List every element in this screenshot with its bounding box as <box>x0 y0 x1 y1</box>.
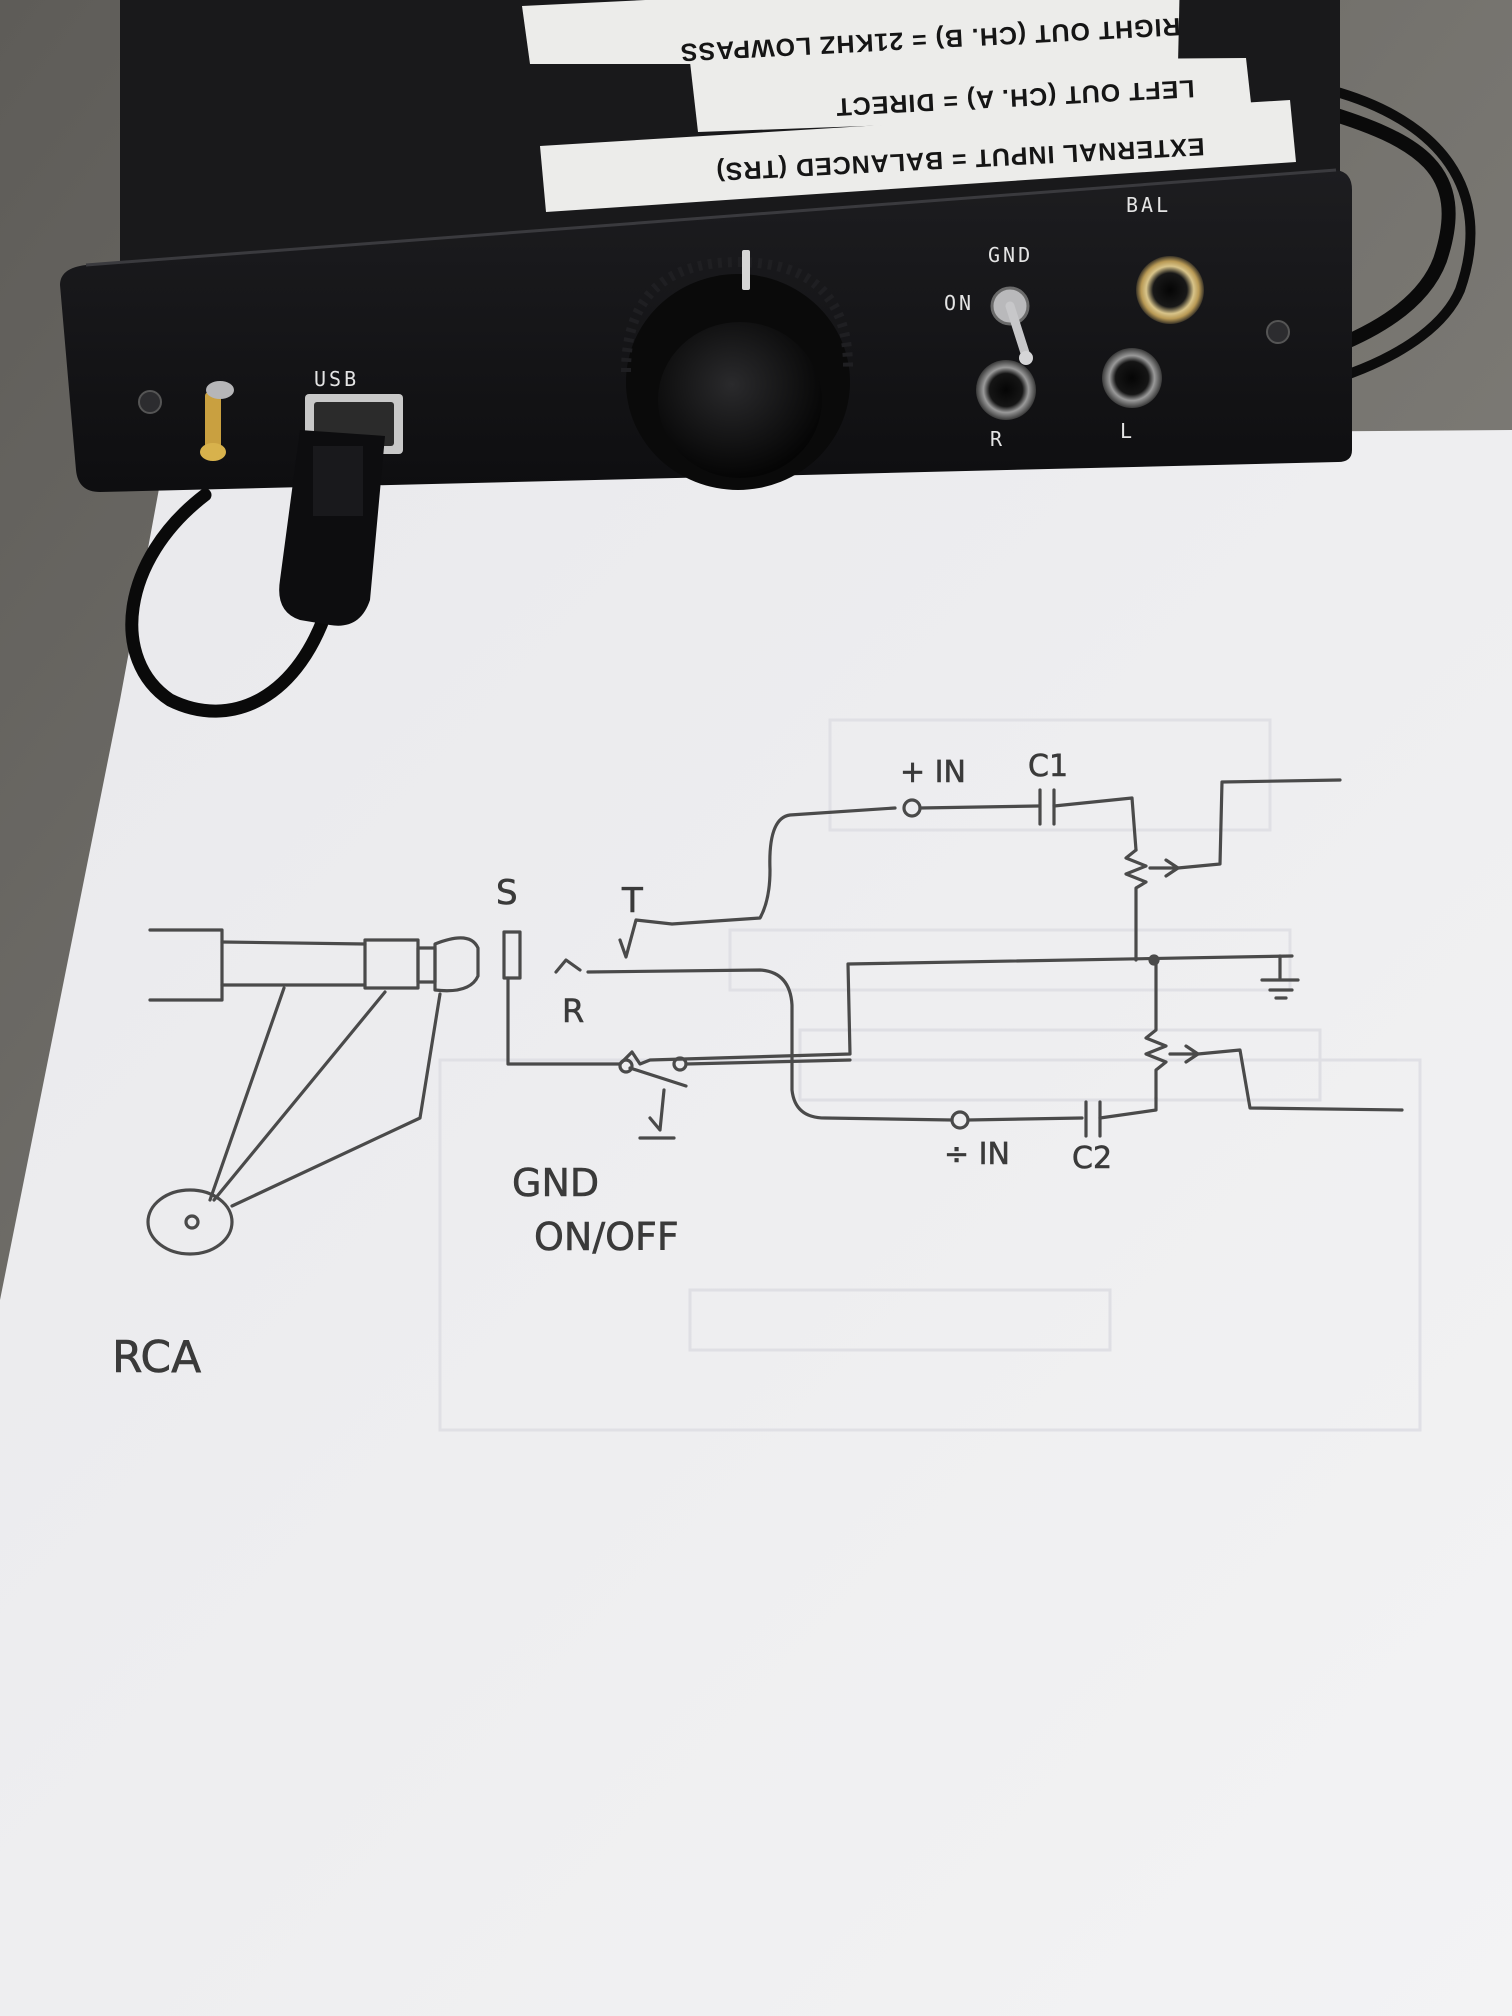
screw-icon <box>1266 320 1290 344</box>
label-strips: RIGHT OUT (CH. B) = 21KHZ LOWPASS LEFT O… <box>522 0 1296 212</box>
gnd-switch-sketch <box>618 1056 852 1140</box>
usb-label: USB <box>314 367 359 391</box>
gnd-sketch-label: GND <box>512 1161 599 1205</box>
hand-drawn-schematic: + IN C1 ÷ IN C2 S T R GND ON/OFF RCA <box>112 749 1404 1383</box>
usb-plug <box>279 430 385 626</box>
s-label: S <box>496 873 518 913</box>
bal-jack[interactable] <box>1136 256 1204 324</box>
bal-label: BAL <box>1126 193 1171 217</box>
plus-in-label: + IN <box>900 755 966 790</box>
knob-indicator <box>742 250 750 290</box>
screw-icon <box>138 390 162 414</box>
trs-plug-sketch <box>146 928 480 1256</box>
minus-in-label: ÷ IN <box>944 1137 1010 1172</box>
plus-in-branch <box>902 778 1342 962</box>
gnd-label: GND <box>988 243 1033 267</box>
gnd-on-off-label: ON/OFF <box>534 1215 679 1259</box>
left-output-jack[interactable] <box>1102 348 1162 408</box>
minus-in-branch <box>950 958 1404 1138</box>
r-label: R <box>990 427 1005 451</box>
on-label: ON <box>944 291 974 315</box>
front-panel: USB GND ON BAL R L <box>200 193 1204 626</box>
c1-label: C1 <box>1028 749 1068 784</box>
r-sketch-label: R <box>562 992 584 1030</box>
rca-label: RCA <box>112 1332 201 1383</box>
jack-contacts-sketch <box>502 806 954 1122</box>
l-label: L <box>1120 419 1135 443</box>
c2-label: C2 <box>1072 1141 1112 1176</box>
volume-knob[interactable] <box>621 250 854 490</box>
gnd-toggle-switch[interactable] <box>990 286 1033 365</box>
ground-post[interactable] <box>200 381 234 461</box>
t-label: T <box>621 881 643 921</box>
paper-showthrough <box>438 718 1422 1432</box>
paper-sheet <box>0 430 1512 2016</box>
right-output-jack[interactable] <box>976 360 1036 420</box>
